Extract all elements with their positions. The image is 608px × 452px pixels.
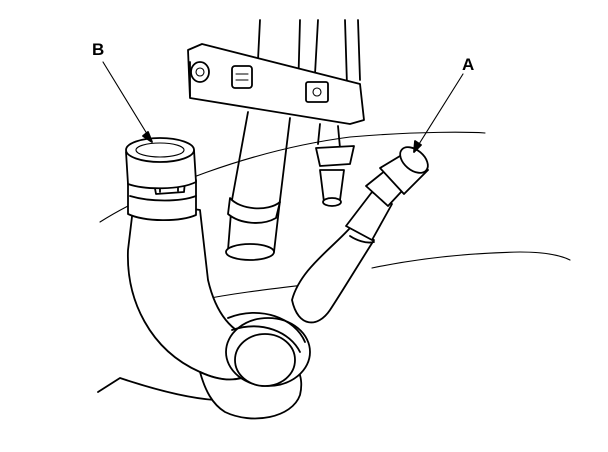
- large-hose-b: [125, 137, 311, 420]
- clip-icon: [231, 65, 253, 89]
- bolt-icon: [190, 61, 210, 83]
- label-a: A: [462, 55, 474, 74]
- vent-tube: [315, 145, 355, 207]
- mounting-bracket: [187, 43, 365, 149]
- callout-leaders: [102, 61, 464, 153]
- hose-b-opening: [125, 137, 195, 163]
- nut-icon: [305, 81, 329, 103]
- hose-a-connector: [399, 146, 429, 174]
- vertical-pipes: [225, 19, 361, 261]
- label-b: B: [92, 40, 104, 59]
- hose-a: [291, 146, 429, 324]
